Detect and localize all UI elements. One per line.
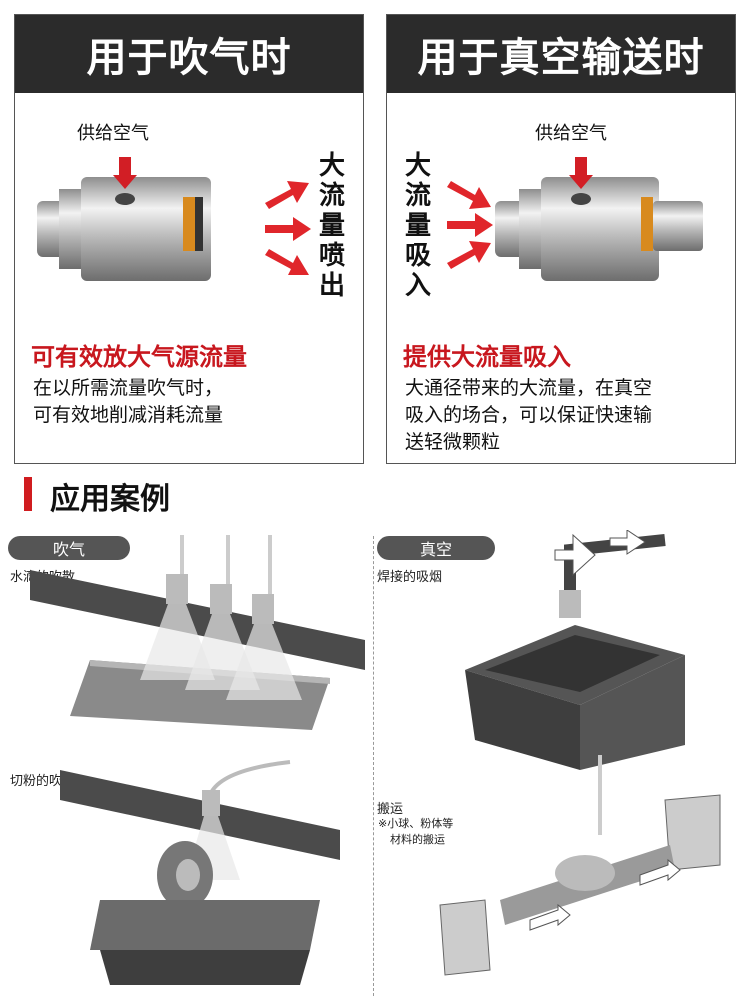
water-blow-illustration: [30, 535, 365, 730]
vacuum-description: 大通径带来的大流量，在真空 吸入的场合，可以保证快速输 送轻微颗粒: [405, 377, 653, 453]
vacuum-panel-title: 用于真空输送时: [387, 15, 735, 93]
section-accent-bar: [24, 477, 32, 511]
large-flow-in-text: 大 流 量 吸 入: [404, 151, 431, 301]
chip-blow-label: 切粉的吹飞: [10, 774, 76, 789]
blow-panel: 用于吹气时 供给空气 大 流 量 喷 出 可有效放大气源流量 在以所需流量吹气时…: [14, 14, 364, 464]
supply-air-label: 供给空气: [535, 123, 607, 144]
blow-tag: 吹气: [8, 536, 130, 560]
blow-panel-title: 用于吹气时: [15, 15, 363, 93]
section-title: 应用案例: [50, 482, 170, 517]
arrow-right-icon: [265, 181, 311, 275]
large-flow-out-text: 大 流 量 喷 出: [318, 151, 345, 301]
arrow-right-icon: [447, 181, 493, 269]
vacuum-panel: 用于真空输送时 供给空气 大 流 量 吸 入 提供大流量吸入 大通径带来的大流量…: [386, 14, 736, 464]
vacuum-tag: 真空: [377, 536, 495, 560]
transport-illustration: [439, 755, 721, 976]
air-amplifier-image: [37, 157, 211, 281]
fume-suction-label: 焊接的吸烟: [377, 570, 443, 585]
chip-blow-illustration: [60, 760, 340, 985]
blow-highlight: 可有效放大气源流量: [31, 343, 247, 371]
transport-note: ※小球、粉体等 材料的搬运: [378, 817, 454, 846]
air-amplifier-image: [495, 157, 703, 281]
case-divider: [373, 536, 374, 996]
vacuum-highlight: 提供大流量吸入: [403, 343, 571, 371]
transport-label: 搬运: [377, 802, 404, 817]
fume-suction-illustration: [465, 530, 685, 770]
blow-description: 在以所需流量吹气时， 可有效地削减消耗流量: [33, 377, 224, 426]
supply-air-label: 供给空气: [77, 123, 149, 144]
